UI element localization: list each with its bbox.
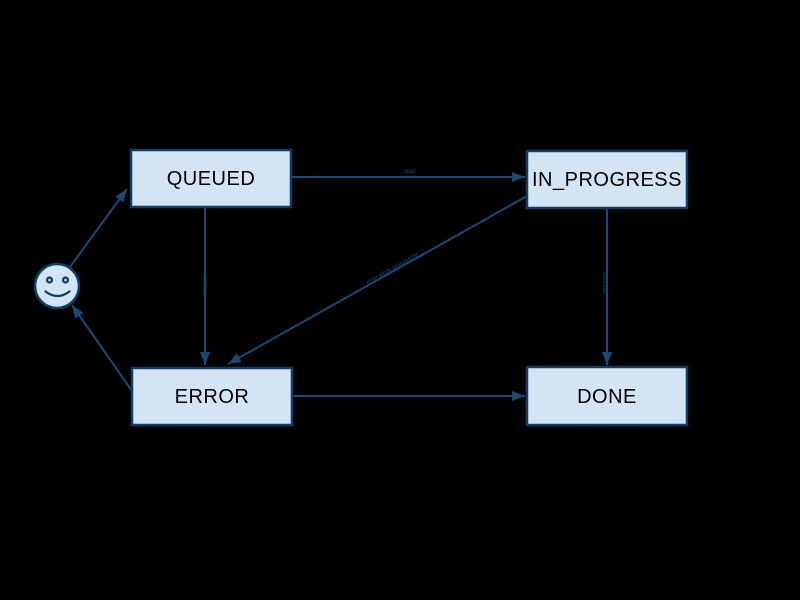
smiley-head [33,262,81,310]
user-smiley-icon [33,262,81,310]
state-node-in-progress: IN_PROGRESS [525,149,689,210]
edge-label-in-progress-to-done: success [601,272,607,294]
state-node-queued: QUEUED [129,148,293,209]
state-node-done: DONE [525,365,689,427]
state-node-error: ERROR [130,366,294,427]
edge-user-to-queued [69,188,128,268]
in-progress-label: IN_PROGRESS [532,169,682,191]
done-label: DONE [577,386,637,408]
queued-box [129,148,293,209]
done-box [525,365,689,427]
smiley-mouth [44,290,71,298]
smiley-left-eye-dot [48,278,51,282]
edge-in-progress-to-error [227,195,528,365]
edge-label-in-progress-to-error: error while processing [365,252,419,286]
error-box [130,366,294,427]
edge-error-to-user [71,304,133,392]
edge-label-queued-to-in-progress: start [404,169,416,175]
smiley-right-eye-dot [64,278,67,282]
queued-label: QUEUED [167,168,256,190]
in-progress-box [525,149,689,210]
edge-label-queued-to-error: timeout [201,276,207,296]
error-label: ERROR [175,386,250,408]
